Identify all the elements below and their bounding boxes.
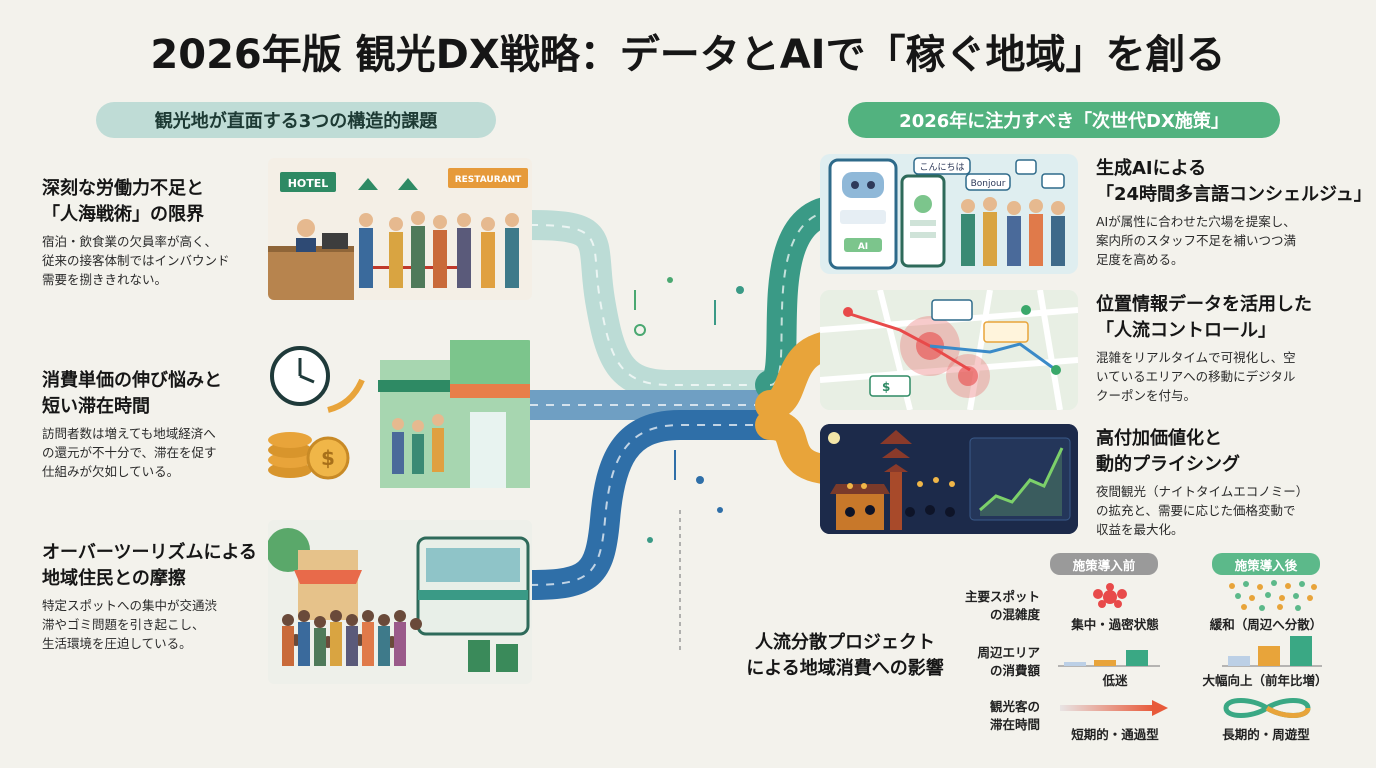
solution-description: AIが属性に合わせた穴場を提案し、 案内所のスタッフ不足を補いつつ満 足度を高め… xyxy=(1096,214,1297,267)
page-title: 2026年版 観光DX戦略：データとAIで「稼ぐ地域」を創る xyxy=(150,32,1226,78)
svg-text:$: $ xyxy=(321,446,335,470)
solution-description: 混雑をリアルタイムで可視化し、空 いているエリアへの移動にデジタル クーポンを付… xyxy=(1096,350,1296,403)
before-label: 施策導入前 xyxy=(1050,553,1158,575)
solution-title: 高付加価値化と xyxy=(1096,428,1222,449)
solution-description: 夜間観光（ナイトタイムエコノミー） の拡充と、需要に応じた価格変動で 収益を最大… xyxy=(1096,484,1309,537)
coins-icon: $ xyxy=(268,432,350,480)
issue-title: 消費単価の伸び悩みと xyxy=(42,370,222,391)
impact-before-value: 集中・過密状態 xyxy=(1071,617,1159,632)
arrow-icon xyxy=(1060,700,1168,716)
right-section-header: 2026年に注力すべき「次世代DX施策」 xyxy=(848,102,1280,138)
svg-text:こんにちは: こんにちは xyxy=(919,162,964,173)
impact-row-label: 周辺エリア の消費額 xyxy=(977,645,1040,678)
impact-after-value: 大幅向上（前年比増） xyxy=(1202,673,1328,688)
svg-text:Bonjour: Bonjour xyxy=(971,179,1006,189)
svg-text:AI: AI xyxy=(858,242,868,252)
issue-title: オーバーツーリズムによる xyxy=(42,542,257,563)
spending-before-bars xyxy=(1058,650,1160,667)
roads-graphic xyxy=(515,195,855,650)
after-label: 施策導入後 xyxy=(1212,553,1320,575)
restaurant-sign: RESTAURANT xyxy=(455,175,522,185)
issue-title: 「人海戦術」の限界 xyxy=(42,204,204,225)
location-pin-icon xyxy=(843,307,853,317)
congestion-before-icon xyxy=(1093,583,1127,608)
hotel-sign: HOTEL xyxy=(288,177,329,190)
loop-icon xyxy=(1223,698,1311,718)
issue-overtourism: オーバーツーリズムによる 地域住民との摩擦 特定スポットへの集中が交通渋 滞やゴ… xyxy=(42,540,267,653)
night-pricing-illustration xyxy=(820,424,1078,534)
crowd-bus-illustration xyxy=(268,520,532,684)
issue-title: 深刻な労働力不足と xyxy=(42,178,204,199)
spending-after-bars xyxy=(1222,636,1322,667)
solution-dynamic-pricing: 高付加価値化と 動的プライシング 夜間観光（ナイトタイムエコノミー） の拡充と、… xyxy=(1096,426,1366,539)
issue-description: 特定スポットへの集中が交通渋 滞やゴミ問題を引き起こし、 生活環境を圧迫している… xyxy=(42,598,218,651)
svg-text:$: $ xyxy=(882,380,890,394)
coupon-icon xyxy=(931,299,973,321)
issue-title: 地域住民との摩擦 xyxy=(42,568,186,589)
impact-before-value: 短期的・通過型 xyxy=(1071,727,1159,742)
impact-row-label: 観光客の 滞在時間 xyxy=(989,699,1040,732)
solution-title: 「人流コントロール」 xyxy=(1096,320,1276,341)
solution-flow-control: 位置情報データを活用した 「人流コントロール」 混雑をリアルタイムで可視化し、空… xyxy=(1096,292,1366,405)
left-section-header: 観光地が直面する3つの構造的課題 xyxy=(96,102,496,138)
solution-title: 生成AIによる xyxy=(1096,158,1207,179)
issue-low-spending: 消費単価の伸び悩みと 短い滞在時間 訪問者数は増えても地域経済へ の還元が不十分… xyxy=(42,368,267,481)
impact-before-value: 低迷 xyxy=(1102,673,1128,688)
moon-icon xyxy=(828,432,840,444)
solution-title: 「24時間多言語コンシェルジュ」 xyxy=(1096,184,1372,205)
solution-ai-concierge: 生成AIによる 「24時間多言語コンシェルジュ」 AIが属性に合わせた穴場を提案… xyxy=(1096,156,1372,269)
hotel-queue-illustration: HOTEL RESTAURANT xyxy=(268,158,532,300)
flow-map-illustration: $ xyxy=(820,290,1078,410)
solution-title: 動的プライシング xyxy=(1096,454,1240,475)
congestion-after-icon xyxy=(1229,580,1317,611)
impact-row-label: 主要スポット の混雑度 xyxy=(964,589,1040,622)
impact-title: 人流分散プロジェクト による地域消費への影響 xyxy=(746,632,944,679)
solution-title: 位置情報データを活用した xyxy=(1096,294,1312,315)
issue-description: 宿泊・飲食業の欠員率が高く、 従来の接客体制ではインバウンド 需要を捌ききれない… xyxy=(42,234,230,287)
issue-title: 短い滞在時間 xyxy=(42,396,150,417)
issue-description: 訪問者数は増えても地域経済へ の還元が不十分で、滞在を促す 仕組みが欠如している… xyxy=(42,426,217,479)
impact-after-value: 緩和（周辺へ分散） xyxy=(1209,617,1323,632)
issue-labor-shortage: 深刻な労働力不足と 「人海戦術」の限界 宿泊・飲食業の欠員率が高く、 従来の接客… xyxy=(42,176,267,289)
impact-after-value: 長期的・周遊型 xyxy=(1222,727,1310,742)
clock-coins-illustration: $ xyxy=(266,340,534,490)
ai-concierge-illustration: AI こんにちは Bonjour xyxy=(820,154,1078,274)
